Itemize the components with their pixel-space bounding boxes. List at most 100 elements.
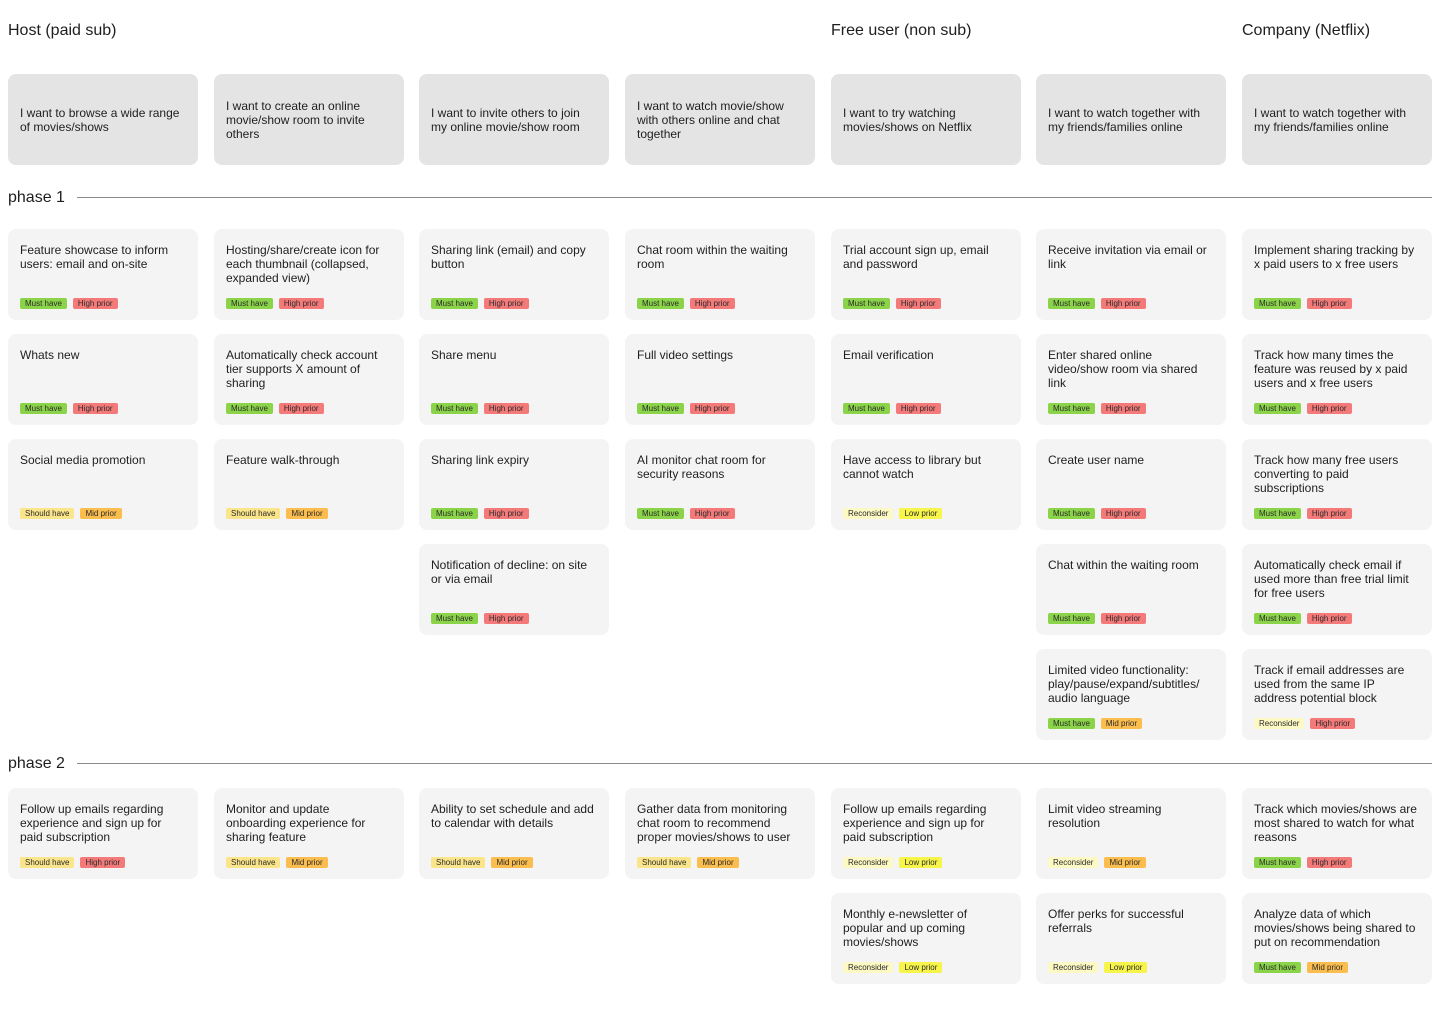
- persona-company: Company (Netflix): [1242, 22, 1371, 39]
- feature-card-text: Whats new: [20, 348, 80, 362]
- phase-1-divider: [77, 197, 1432, 198]
- feature-card[interactable]: Monthly e-newsletter of popular and up c…: [831, 893, 1021, 984]
- user-story-card[interactable]: I want to create an online movie/show ro…: [214, 74, 404, 165]
- moscow-tag: Reconsider: [843, 508, 894, 519]
- feature-card[interactable]: Gather data from monitoring chat room to…: [625, 788, 815, 879]
- feature-card[interactable]: Monitor and update onboarding experience…: [214, 788, 404, 879]
- feature-card-text: Limit video streaming resolution: [1048, 802, 1162, 830]
- feature-card[interactable]: Trial account sign up, email and passwor…: [831, 229, 1021, 320]
- feature-card-text: Follow up emails regarding experience an…: [843, 802, 987, 844]
- feature-card[interactable]: Automatically check email if used more t…: [1242, 544, 1432, 635]
- feature-card-text: Ability to set schedule and add to calen…: [431, 802, 594, 830]
- feature-card[interactable]: Track how many times the feature was reu…: [1242, 334, 1432, 425]
- feature-card-text: Create user name: [1048, 453, 1145, 467]
- feature-card-text: Gather data from monitoring chat room to…: [637, 802, 791, 844]
- moscow-tag: Must have: [431, 508, 478, 519]
- feature-card-text: Notification of decline: on site or via …: [431, 558, 588, 586]
- feature-card[interactable]: Follow up emails regarding experience an…: [831, 788, 1021, 879]
- feature-card-text: Sharing link expiry: [431, 453, 530, 467]
- feature-card-text: Limited video functionality: play/pause/…: [1048, 663, 1200, 705]
- moscow-tag: Should have: [20, 508, 75, 519]
- feature-card[interactable]: Ability to set schedule and add to calen…: [419, 788, 609, 879]
- priority-tag: Mid prior: [491, 857, 533, 868]
- feature-card[interactable]: AI monitor chat room for security reason…: [625, 439, 815, 530]
- user-story-card[interactable]: I want to watch movie/show with others o…: [625, 74, 815, 165]
- moscow-tag: Reconsider: [1048, 962, 1099, 973]
- priority-tag: High prior: [72, 403, 118, 414]
- moscow-tag: Must have: [431, 613, 478, 624]
- priority-tag: High prior: [483, 508, 529, 519]
- priority-tag: High prior: [1100, 403, 1146, 414]
- moscow-tag: Must have: [1254, 508, 1301, 519]
- feature-card-tags: Must have High prior: [431, 298, 529, 309]
- user-story-card[interactable]: I want to watch together with my friends…: [1242, 74, 1432, 165]
- user-story-card[interactable]: I want to invite others to join my onlin…: [419, 74, 609, 165]
- feature-card-text: Offer perks for successful referrals: [1048, 907, 1184, 935]
- feature-card[interactable]: Feature showcase to inform users: email …: [8, 229, 198, 320]
- user-story-text: I want to watch movie/show with others o…: [637, 98, 784, 141]
- priority-tag: High prior: [689, 508, 735, 519]
- feature-card[interactable]: Enter shared online video/show room via …: [1036, 334, 1226, 425]
- feature-card[interactable]: Track if email addresses are used from t…: [1242, 649, 1432, 740]
- priority-tag: High prior: [483, 298, 529, 309]
- feature-card[interactable]: Follow up emails regarding experience an…: [8, 788, 198, 879]
- feature-card[interactable]: Analyze data of which movies/shows being…: [1242, 893, 1432, 984]
- feature-card-text: Hosting/share/create icon for each thumb…: [226, 243, 380, 285]
- priority-tag: Mid prior: [697, 857, 739, 868]
- priority-tag: Low prior: [899, 508, 943, 519]
- user-story-card[interactable]: I want to try watching movies/shows on N…: [831, 74, 1021, 165]
- moscow-tag: Should have: [431, 857, 486, 868]
- priority-tag: High prior: [1310, 718, 1356, 729]
- moscow-tag: Must have: [1254, 962, 1301, 973]
- feature-card[interactable]: Notification of decline: on site or via …: [419, 544, 609, 635]
- feature-card[interactable]: Hosting/share/create icon for each thumb…: [214, 229, 404, 320]
- feature-card-text: Sharing link (email) and copy button: [431, 243, 586, 271]
- feature-card[interactable]: Track how many free users converting to …: [1242, 439, 1432, 530]
- moscow-tag: Must have: [1048, 298, 1095, 309]
- feature-card[interactable]: Implement sharing tracking by x paid use…: [1242, 229, 1432, 320]
- feature-card-text: Social media promotion: [20, 453, 146, 467]
- feature-card-text: Receive invitation via email or link: [1048, 243, 1207, 271]
- persona-free-user: Free user (non sub): [831, 22, 972, 39]
- user-story-card[interactable]: I want to browse a wide range of movies/…: [8, 74, 198, 165]
- feature-card-tags: Must have High prior: [431, 508, 529, 519]
- priority-tag: High prior: [1306, 613, 1352, 624]
- moscow-tag: Must have: [431, 298, 478, 309]
- feature-card[interactable]: Track which movies/shows are most shared…: [1242, 788, 1432, 879]
- moscow-tag: Must have: [1254, 298, 1301, 309]
- feature-card-text: Feature walk-through: [226, 453, 340, 467]
- feature-card[interactable]: Automatically check account tier support…: [214, 334, 404, 425]
- user-story-card[interactable]: I want to watch together with my friends…: [1036, 74, 1226, 165]
- feature-card[interactable]: Limited video functionality: play/pause/…: [1036, 649, 1226, 740]
